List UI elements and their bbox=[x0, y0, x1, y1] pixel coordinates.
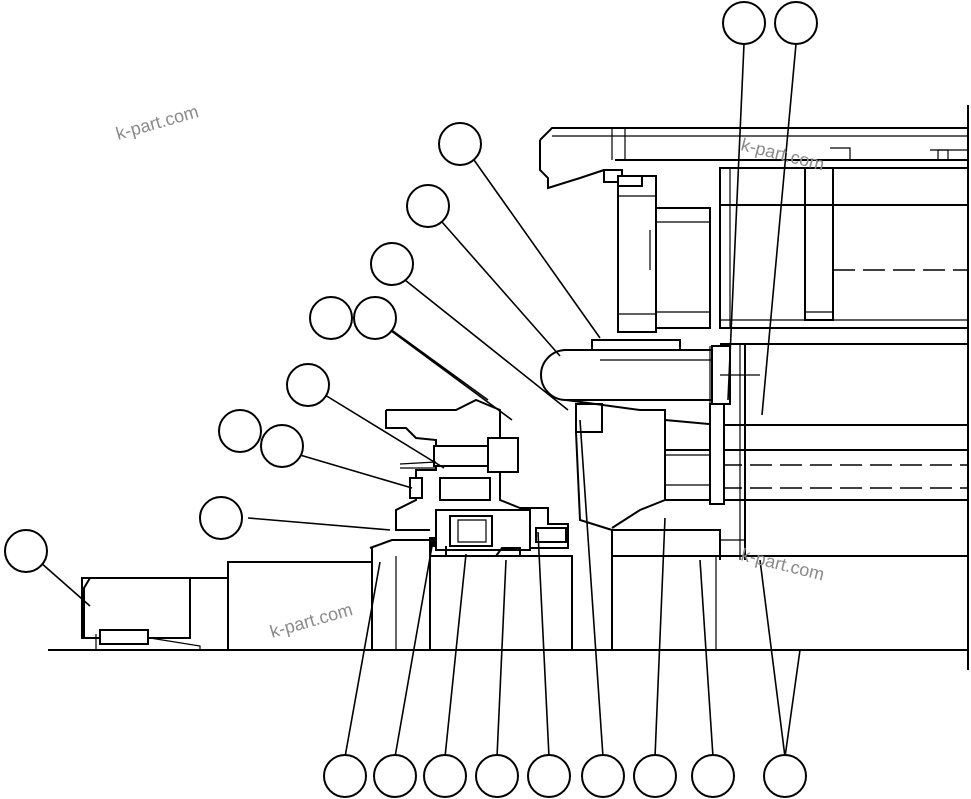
callout-balloon bbox=[4, 529, 48, 573]
callout-balloon bbox=[406, 184, 450, 228]
lower-sleeve bbox=[611, 529, 968, 650]
carrier-hub bbox=[565, 399, 725, 531]
ring-gear-section bbox=[665, 167, 969, 560]
callout-balloon bbox=[581, 754, 625, 798]
leader-lines bbox=[39, 43, 801, 758]
upper-housing bbox=[539, 127, 968, 190]
callout-balloon bbox=[722, 1, 766, 45]
planet-gear-block bbox=[603, 169, 711, 333]
callout-balloon bbox=[475, 754, 519, 798]
watermark-text: k-part.com bbox=[114, 101, 201, 144]
callout-balloon bbox=[527, 754, 571, 798]
callout-balloon bbox=[373, 754, 417, 798]
callout-balloon bbox=[260, 424, 304, 468]
callout-balloon bbox=[286, 363, 330, 407]
planet-pin bbox=[540, 339, 760, 433]
callout-balloon bbox=[763, 754, 807, 798]
callout-balloon bbox=[370, 242, 414, 286]
callout-balloon bbox=[309, 296, 353, 340]
bearing-cover bbox=[385, 398, 569, 549]
callout-balloon bbox=[323, 754, 367, 798]
callout-balloon bbox=[438, 122, 482, 166]
watermark-text: k-part.com bbox=[268, 599, 355, 642]
tapered-roller-bearing bbox=[429, 509, 567, 557]
callout-balloon bbox=[218, 409, 262, 453]
watermark-text: k-part.com bbox=[739, 544, 826, 584]
callout-balloon bbox=[691, 754, 735, 798]
callout-balloon bbox=[633, 754, 677, 798]
base-line bbox=[48, 105, 969, 670]
callout-balloon bbox=[199, 496, 243, 540]
callout-balloon bbox=[774, 1, 818, 45]
callout-balloon bbox=[353, 296, 397, 340]
callout-balloon bbox=[423, 754, 467, 798]
callout-balloons bbox=[4, 1, 818, 798]
